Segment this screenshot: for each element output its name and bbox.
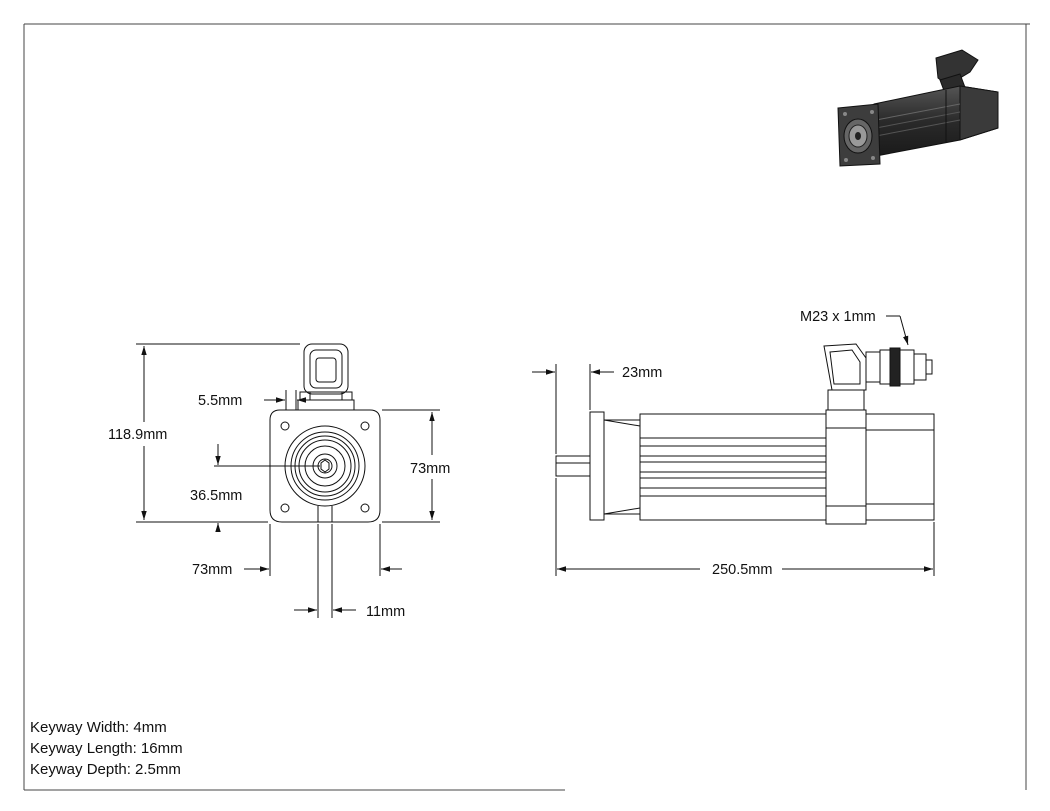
sheet-border [23, 23, 1030, 791]
dim-overall-height: 118.9mm [108, 427, 167, 443]
note-keyway-width: Keyway Width: 4mm [30, 719, 167, 736]
side-view [555, 343, 935, 525]
dim-shaft-center-height: 36.5mm [190, 488, 242, 504]
front-view [269, 343, 381, 523]
note-keyway-depth: Keyway Depth: 2.5mm [30, 761, 181, 778]
dim-shaft-length: 23mm [622, 365, 662, 381]
dim-flange-hole-offset: 5.5mm [198, 393, 242, 409]
note-keyway-length: Keyway Length: 16mm [30, 740, 183, 757]
dim-connector-thread: M23 x 1mm [800, 309, 876, 325]
motor-isometric-image [837, 49, 999, 167]
dim-flange-height: 73mm [410, 461, 450, 477]
dimension-lines [136, 315, 935, 618]
dim-overall-length: 250.5mm [712, 562, 772, 578]
dim-shaft-diameter: 11mm [366, 604, 405, 620]
dim-flange-width: 73mm [192, 562, 232, 578]
